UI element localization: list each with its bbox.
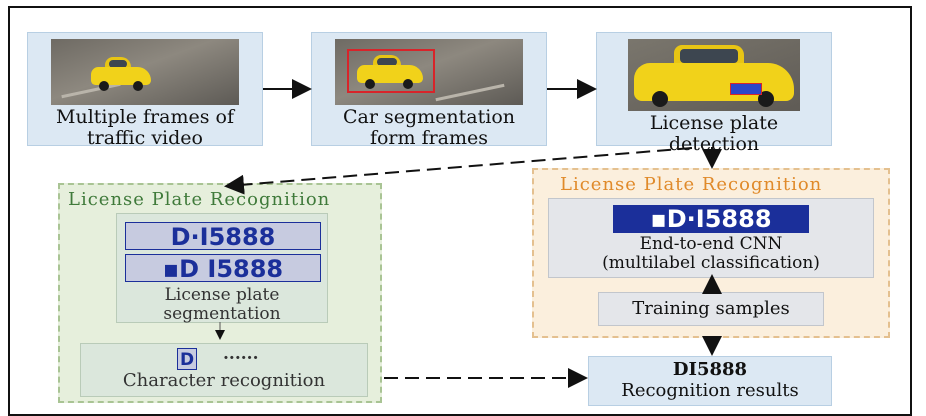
recognition-results-box: DI5888 Recognition results bbox=[588, 356, 832, 406]
arrow-detection-to-segmentation-panel bbox=[224, 147, 693, 195]
plate-image-top: D·I5888 bbox=[125, 222, 321, 251]
step-traffic-video: Multiple frames of traffic video bbox=[27, 32, 263, 149]
character-recognition-label: Character recognition bbox=[122, 370, 326, 391]
panel-cnn-title: License Plate Recognition bbox=[560, 174, 823, 195]
detected-plate-marker bbox=[730, 83, 762, 95]
plate-segmentation-box: D·I5888 ▪D I5888 License plate segmentat… bbox=[116, 213, 328, 324]
cnn-plate-image: ▪D·I5888 bbox=[613, 205, 809, 233]
plate-image-segmented: ▪D I5888 bbox=[125, 254, 321, 283]
arrows-layer bbox=[215, 79, 722, 388]
traffic-frame-image bbox=[51, 39, 239, 105]
taxi-car-icon bbox=[357, 53, 423, 89]
taxi-car-closeup-icon bbox=[634, 45, 794, 107]
character-dots: ...... bbox=[223, 344, 259, 364]
segmentation-box bbox=[347, 49, 435, 93]
step-car-segmentation: Car segmentation form frames bbox=[311, 32, 547, 149]
character-recognition-box: D ...... Character recognition bbox=[80, 343, 368, 397]
taxi-car-icon bbox=[91, 55, 151, 91]
recognition-result-value: DI5888 bbox=[672, 359, 748, 380]
cnn-label: End-to-end CNN (multilabel classificatio… bbox=[602, 234, 820, 273]
plate-segmentation-label: License plate segmentation bbox=[163, 285, 281, 324]
step-plate-detection: License plate detection bbox=[596, 32, 832, 155]
panel-segmentation-title: License Plate Recognition bbox=[68, 189, 331, 210]
character-glyph: D bbox=[177, 348, 197, 370]
panel-segmentation-recognition: License Plate Recognition D·I5888 ▪D I58… bbox=[58, 183, 382, 403]
recognition-results-label: Recognition results bbox=[621, 380, 799, 401]
detection-frame-image bbox=[628, 39, 800, 111]
segmentation-frame-image bbox=[335, 39, 523, 105]
cnn-box: ▪D·I5888 End-to-end CNN (multilabel clas… bbox=[548, 198, 874, 278]
step-car-segmentation-label: Car segmentation form frames bbox=[343, 106, 515, 149]
step-plate-detection-label: License plate detection bbox=[649, 112, 779, 155]
step-traffic-video-label: Multiple frames of traffic video bbox=[56, 106, 234, 149]
